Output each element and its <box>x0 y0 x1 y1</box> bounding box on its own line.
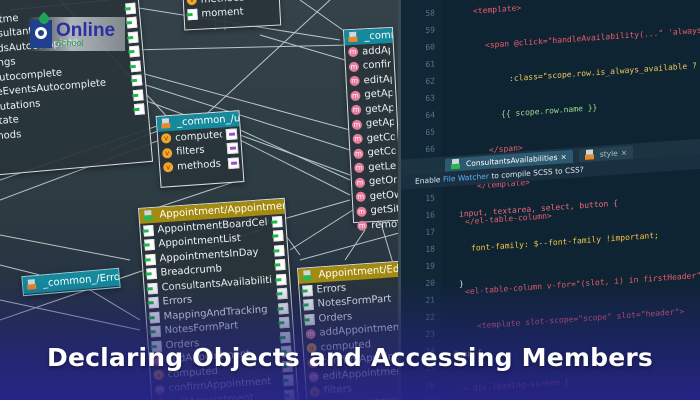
component-icon <box>131 74 143 87</box>
link-icon <box>227 157 240 169</box>
variable-icon: v <box>186 0 198 6</box>
component-icon <box>130 60 142 73</box>
component-icon <box>273 244 285 257</box>
method-icon: m <box>350 90 361 101</box>
banner-title: Declaring Objects and Accessing Members <box>47 343 653 372</box>
component-icon <box>271 215 283 228</box>
method-icon: m <box>357 220 368 232</box>
method-icon: m <box>352 133 363 145</box>
method-icon: m <box>356 206 367 217</box>
link-icon <box>226 142 239 155</box>
component-icon <box>125 2 137 15</box>
component-icon <box>146 268 158 280</box>
component-icon <box>126 16 138 29</box>
js-file-icon <box>161 118 174 130</box>
logo-sub-text: School <box>56 37 84 48</box>
component-icon <box>127 31 139 44</box>
method-icon: m <box>350 104 362 116</box>
title-gradient <box>0 280 700 400</box>
online-school-logo[interactable]: Online School <box>27 11 125 51</box>
variable-icon: v <box>161 147 173 159</box>
component-icon <box>144 239 155 251</box>
logo-brand-text: Online <box>56 19 116 41</box>
close-tab-icon[interactable]: × <box>560 151 567 162</box>
js-file-icon <box>348 32 361 44</box>
component-icon <box>134 103 145 116</box>
component-icon <box>274 259 286 271</box>
style-file-icon <box>585 149 597 161</box>
link-icon <box>225 128 238 140</box>
variable-icon: v <box>162 162 174 173</box>
vue-file-icon <box>451 158 463 170</box>
vue-file-icon <box>143 210 156 222</box>
method-icon: m <box>355 191 367 203</box>
method-icon: m <box>353 148 364 159</box>
component-icon <box>128 45 140 58</box>
component-icon <box>272 230 284 242</box>
component-icon <box>145 253 156 266</box>
variable-icon: v <box>160 133 172 144</box>
method-icon: m <box>347 46 359 58</box>
method-icon: m <box>353 162 365 174</box>
method-icon: m <box>348 61 360 72</box>
component-icon <box>187 9 198 21</box>
file-watcher-link[interactable]: File Watcher <box>442 171 489 184</box>
component-icon <box>132 89 144 101</box>
method-icon: m <box>349 75 360 87</box>
method-icon: m <box>351 119 363 130</box>
close-tab-icon[interactable]: × <box>620 147 628 157</box>
logo-mark-icon <box>30 11 52 48</box>
method-icon: m <box>354 177 366 188</box>
component-icon <box>143 224 154 237</box>
